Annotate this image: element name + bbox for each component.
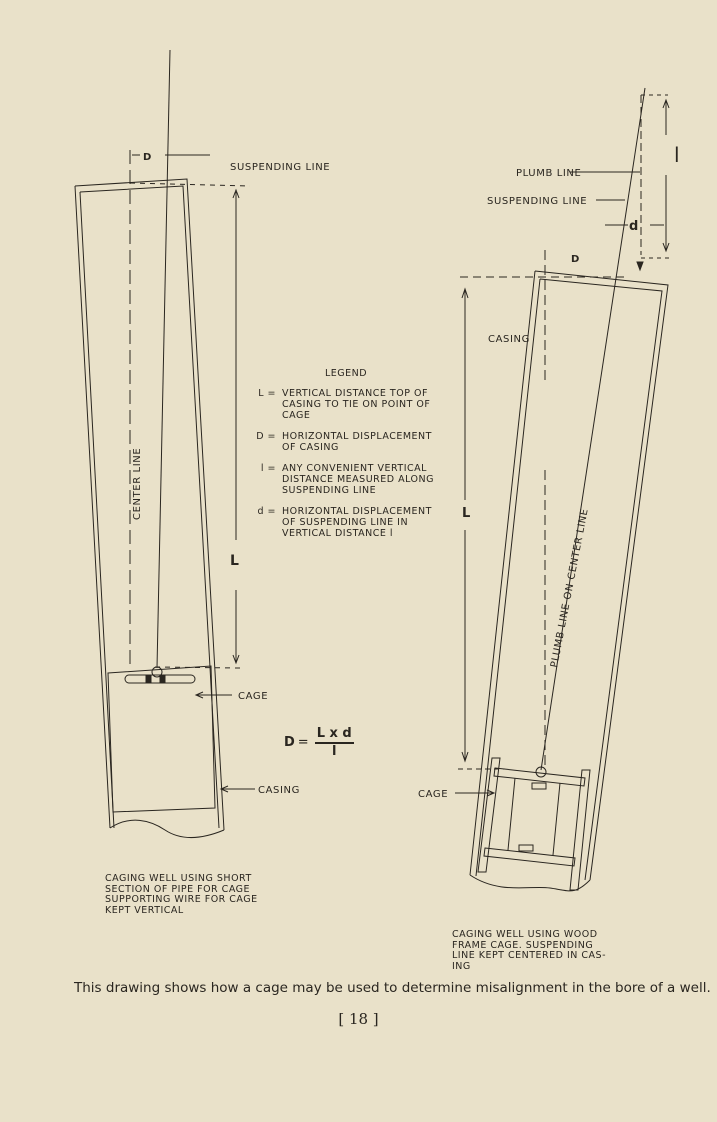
left-L-label: L xyxy=(230,553,239,569)
legend-item: l = ANY CONVENIENT VERTICAL DISTANCE MEAS… xyxy=(246,463,446,496)
right-l-label: l xyxy=(674,143,680,167)
legend-text: HORIZONTAL DISPLACEMENT OF SUSPENDING LI… xyxy=(282,506,432,539)
right-caption: CAGING WELL USING WOOD FRAME CAGE. SUSPE… xyxy=(452,929,607,972)
legend-text: ANY CONVENIENT VERTICAL DISTANCE MEASURE… xyxy=(282,463,434,496)
formula-lhs: D xyxy=(284,735,295,750)
legend-symbol: L = xyxy=(258,388,276,399)
legend-title: LEGEND xyxy=(324,368,368,379)
plumb-line-label: PLUMB LINE xyxy=(516,168,581,179)
right-casing xyxy=(469,270,669,892)
legend: LEGEND L = VERTICAL DISTANCE TOP OF CASIN… xyxy=(246,368,446,549)
caption-line: ING xyxy=(452,960,471,972)
figure-description: This drawing shows how a cage may be use… xyxy=(74,980,711,996)
left-casing-label: CASING xyxy=(258,785,300,796)
legend-symbol: l = xyxy=(260,463,276,474)
legend-item: d = HORIZONTAL DISPLACEMENT OF SUSPENDING… xyxy=(246,506,446,539)
right-suspending-line-label: SUSPENDING LINE xyxy=(487,196,587,207)
right-casing-label: CASING xyxy=(488,334,530,345)
right-L-label: L xyxy=(462,506,470,521)
plumb-on-center-label: PLUMB LINE ON CENTER LINE xyxy=(549,508,591,669)
legend-item: D = HORIZONTAL DISPLACEMENT OF CASING xyxy=(246,431,446,453)
left-D-label: D xyxy=(143,152,152,163)
caption-line: CAGING WELL USING WOOD xyxy=(452,929,598,940)
caption-line: SUPPORTING WIRE FOR CAGE xyxy=(105,894,258,905)
formula-denominator: l xyxy=(331,744,337,759)
formula-numerator: L x d xyxy=(314,726,354,744)
formula: D = L x d l xyxy=(284,726,354,759)
caption-line: SECTION OF PIPE FOR CAGE xyxy=(105,883,251,895)
legend-symbol: D = xyxy=(256,431,276,442)
left-cage xyxy=(107,665,255,813)
left-cage-label: CAGE xyxy=(238,691,268,702)
caption-line: KEPT VERTICAL xyxy=(105,904,184,916)
right-d-label: d xyxy=(629,219,638,234)
caption-line: CAGING WELL USING SHORT xyxy=(105,873,252,884)
right-suspending-line xyxy=(540,87,646,771)
page-number: [ 18 ] xyxy=(338,1010,379,1028)
left-suspending-line xyxy=(156,49,171,669)
right-D-label: D xyxy=(571,254,580,265)
caption-line: LINE KEPT CENTERED IN CAS- xyxy=(452,950,607,961)
left-caption: CAGING WELL USING SHORT SECTION OF PIPE … xyxy=(105,873,258,916)
caption-line: FRAME CAGE. SUSPENDING xyxy=(452,939,594,951)
legend-text: VERTICAL DISTANCE TOP OF CASING TO TIE O… xyxy=(282,388,431,421)
legend-symbol: d = xyxy=(257,506,276,517)
right-cage xyxy=(455,757,591,891)
legend-item: L = VERTICAL DISTANCE TOP OF CASING TO TI… xyxy=(246,388,446,421)
left-suspending-line-label: SUSPENDING LINE xyxy=(230,162,330,173)
left-casing xyxy=(74,178,225,838)
right-cage-label: CAGE xyxy=(418,789,448,800)
formula-equals: = xyxy=(297,735,309,750)
legend-text: HORIZONTAL DISPLACEMENT OF CASING xyxy=(282,431,432,453)
center-line-label: CENTER LINE xyxy=(132,448,143,520)
